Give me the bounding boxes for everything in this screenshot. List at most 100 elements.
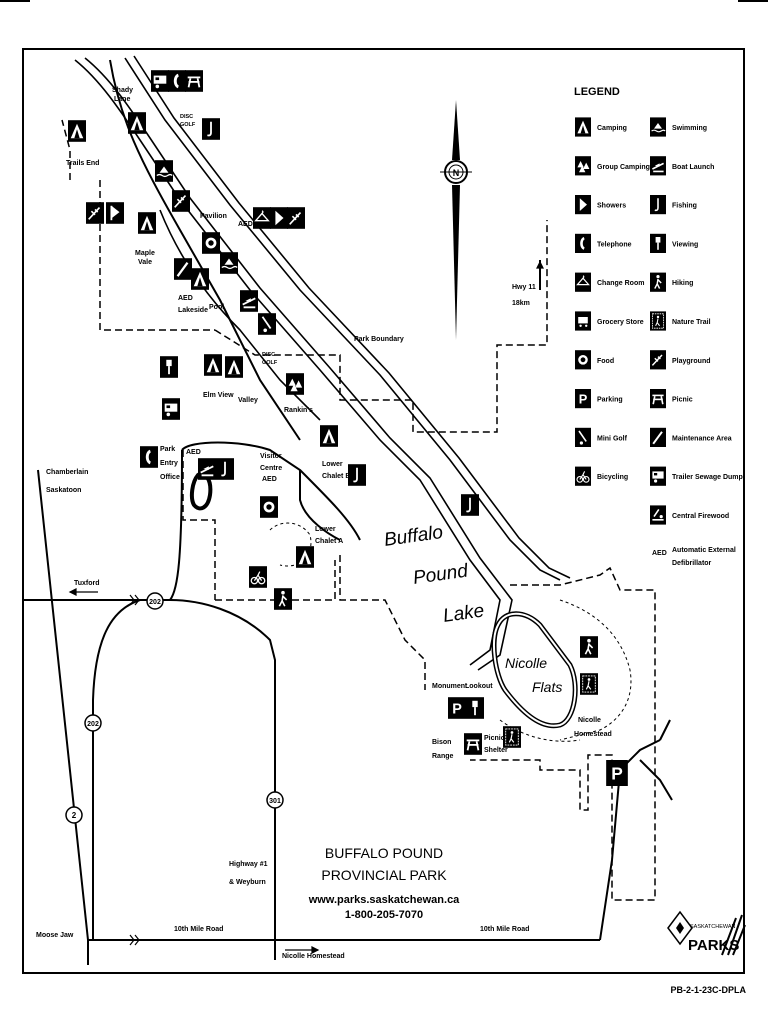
lake-word-2: Pound: [412, 560, 471, 589]
parking-icon: [606, 760, 628, 786]
camping-icon: [204, 354, 222, 376]
route-shield-301: 301: [266, 791, 284, 809]
label-bison-range: Bison: [432, 739, 451, 746]
viewing-icon: [466, 697, 484, 719]
legend-label: Swimming: [672, 125, 707, 132]
svg-text:N: N: [453, 168, 460, 178]
picnic-icon: [464, 733, 482, 755]
svg-text:Lakeside: Lakeside: [178, 307, 208, 314]
svg-text:Office: Office: [160, 474, 180, 481]
map-frame: [22, 48, 745, 974]
svg-text:18km: 18km: [512, 300, 530, 307]
maintenance-area-icon: [174, 258, 192, 280]
legend-playground-icon: [650, 349, 666, 371]
label-tuxford: Tuxford: [74, 580, 100, 587]
label-highway1: Highway #1: [229, 861, 268, 868]
label-10th-mile-left: 10th Mile Road: [174, 926, 223, 933]
svg-text:Homestead: Homestead: [574, 731, 612, 738]
legend-label: Boat Launch: [672, 164, 714, 171]
legend-showers-icon: [575, 195, 591, 215]
svg-text:Chalet A: Chalet A: [315, 538, 343, 545]
legend-label: Mini Golf: [597, 435, 628, 442]
svg-text:GOLF: GOLF: [180, 122, 196, 128]
legend-food-icon: [575, 350, 591, 370]
legend-viewing-icon: [650, 233, 666, 253]
label-disc-golf: DISC: [180, 114, 193, 120]
mini-golf-icon: [106, 202, 124, 224]
road-break-marks: [129, 594, 140, 946]
playground-icon: [86, 202, 104, 224]
legend-change-room-icon: [575, 271, 591, 293]
camping-icon: [68, 120, 86, 142]
legend-hiking-icon: [650, 271, 666, 293]
svg-text:Shelter: Shelter: [484, 747, 508, 754]
nature-trail-icon: [580, 673, 598, 695]
lake-word-1: Buffalo: [383, 522, 445, 551]
fishing-icon: [461, 494, 479, 516]
park-title-block: BUFFALO POUND PROVINCIAL PARK www.parks.…: [308, 845, 460, 921]
compass-rose: N: [440, 100, 472, 340]
label-elm-view: Elm View: [203, 392, 234, 399]
fishing-icon: [348, 464, 366, 486]
label-lower-chalet-b: Lower: [322, 461, 343, 468]
legend-label: Showers: [597, 203, 626, 210]
park-boundary: [61, 119, 656, 901]
group-camping-icon: [286, 373, 304, 395]
legend-label: Camping: [597, 125, 627, 132]
label-disc-golf-2: DISC: [262, 352, 275, 358]
legend-aed-desc-2: Defibrillator: [672, 560, 712, 567]
nature-trail-icon: [503, 726, 521, 748]
legend-swimming-icon: [650, 116, 666, 138]
svg-text:AED: AED: [262, 476, 277, 483]
legend-label: Viewing: [672, 241, 698, 248]
roads: [22, 59, 673, 965]
label-trails-end: Trails End: [66, 160, 99, 167]
route-shield-202-side: 202: [84, 714, 102, 732]
hiking-icon: [580, 636, 598, 658]
telephone-icon: [140, 446, 158, 468]
svg-text:Chalet B: Chalet B: [322, 473, 350, 480]
legend-bicycling-icon: [575, 465, 591, 487]
playground-icon: [172, 190, 190, 212]
legend-label: Change Room: [597, 280, 644, 287]
svg-text:202: 202: [149, 599, 161, 606]
svg-text:202: 202: [87, 721, 99, 728]
svg-text:Centre: Centre: [260, 465, 282, 472]
food-icon: [202, 232, 220, 254]
svg-text:2: 2: [72, 811, 77, 820]
direction-arrows: [68, 260, 544, 954]
label-nicolle-homestead-road: Nicolle Homestead: [282, 953, 345, 960]
label-shady-lane: Shady: [112, 87, 133, 94]
page-title: BUFFALO POUND: [325, 845, 443, 861]
label-aed-top: AED: [238, 221, 253, 228]
legend-picnic-icon: [650, 388, 666, 410]
label-lookout: Lookout: [465, 683, 493, 690]
legend-label: Nature Trail: [672, 319, 711, 326]
legend-label: Picnic: [672, 397, 693, 404]
label-park-boundary: Park Boundary: [354, 336, 404, 343]
legend-camping-icon: [575, 117, 591, 137]
label-aed-lakeside: AED: [178, 295, 193, 302]
svg-text:Range: Range: [432, 753, 454, 760]
svg-text:Saskatoon: Saskatoon: [46, 487, 81, 494]
label-lower-chalet-a: Lower: [315, 526, 336, 533]
label-park-entry: Park: [160, 446, 175, 453]
trailer-sewage-dump-icon: [151, 70, 169, 92]
label-valley: Valley: [238, 397, 258, 404]
svg-text:Lane: Lane: [114, 96, 130, 103]
legend-label: Playground: [672, 358, 711, 365]
label-chamberlain: Chamberlain: [46, 469, 88, 476]
sask-parks-logo: SASKATCHEWAN PARKS: [667, 910, 746, 956]
legend-label: Maintenance Area: [672, 435, 732, 442]
hiking-icon: [274, 588, 292, 610]
telephone-icon: [168, 70, 186, 92]
swimming-icon: [220, 252, 238, 274]
svg-text:GOLF: GOLF: [262, 360, 278, 366]
label-nicolle-homestead: Nicolle: [578, 717, 601, 724]
svg-text:Entry: Entry: [160, 460, 178, 467]
legend-label: Fishing: [672, 203, 697, 210]
legend-title: LEGEND: [574, 86, 620, 98]
lake-shore: [74, 55, 571, 671]
svg-text:301: 301: [269, 798, 281, 805]
